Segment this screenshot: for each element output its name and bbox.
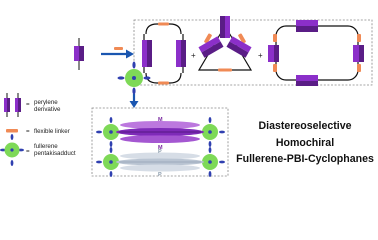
cyclophane-products-box xyxy=(133,19,373,86)
legend-linker-label: flexible linker xyxy=(34,128,70,135)
fullerene-left-p xyxy=(96,147,119,177)
plus-sign-2: + xyxy=(258,51,263,60)
legend-fullerene-line1: fullerene xyxy=(34,143,58,150)
plus-sign-1: + xyxy=(191,51,196,60)
fullerene-left-m xyxy=(96,117,119,147)
title-line-1: Diastereoselective xyxy=(258,120,351,132)
linker-reagent-mark xyxy=(114,47,123,50)
cyclophane-trimer-icon xyxy=(197,16,253,72)
legend-equals-2: = xyxy=(26,128,30,135)
title-line-2: Homochiral xyxy=(276,137,334,149)
arrow-to-cyclophanes xyxy=(101,49,134,59)
fullerene-pbi-cyclophane-scheme: + + xyxy=(0,16,374,178)
stacked-complexes-box xyxy=(91,107,229,177)
m-label-top: M xyxy=(158,117,163,123)
title-line-3: Fullerene-PBI-Cyclophanes xyxy=(236,153,374,165)
p-label-bottom: P xyxy=(158,172,162,178)
legend-perylene-line2: derivative xyxy=(34,106,61,113)
cyclophane-tetramer-icon xyxy=(268,20,364,86)
legend-perylene-line1: perylene xyxy=(34,99,58,106)
fullerene-pentakisadduct-icon xyxy=(117,61,151,95)
legend-perylene-symbol xyxy=(4,93,21,117)
legend-linker-symbol xyxy=(6,129,18,133)
pbi-stack-p xyxy=(116,152,204,172)
m-label-bottom: M xyxy=(158,145,163,151)
perylene-monomer-icon xyxy=(74,38,84,70)
arrow-to-complexes xyxy=(129,94,139,108)
cyclophane-dimer-icon xyxy=(142,22,186,85)
stacked-complex-icon: M M xyxy=(96,117,225,151)
legend-fullerene-symbol xyxy=(0,134,24,166)
legend-fullerene-line2: pentakisadduct xyxy=(34,150,76,157)
fullerene-right-m xyxy=(202,117,225,147)
stacked-complex-p-icon: P P xyxy=(96,147,225,178)
pbi-stack-m xyxy=(116,121,204,143)
legend-equals-1: = xyxy=(26,101,30,108)
p-label-top: P xyxy=(158,149,162,155)
fullerene-right-p xyxy=(202,147,225,177)
legend-equals-3: = xyxy=(26,148,30,155)
